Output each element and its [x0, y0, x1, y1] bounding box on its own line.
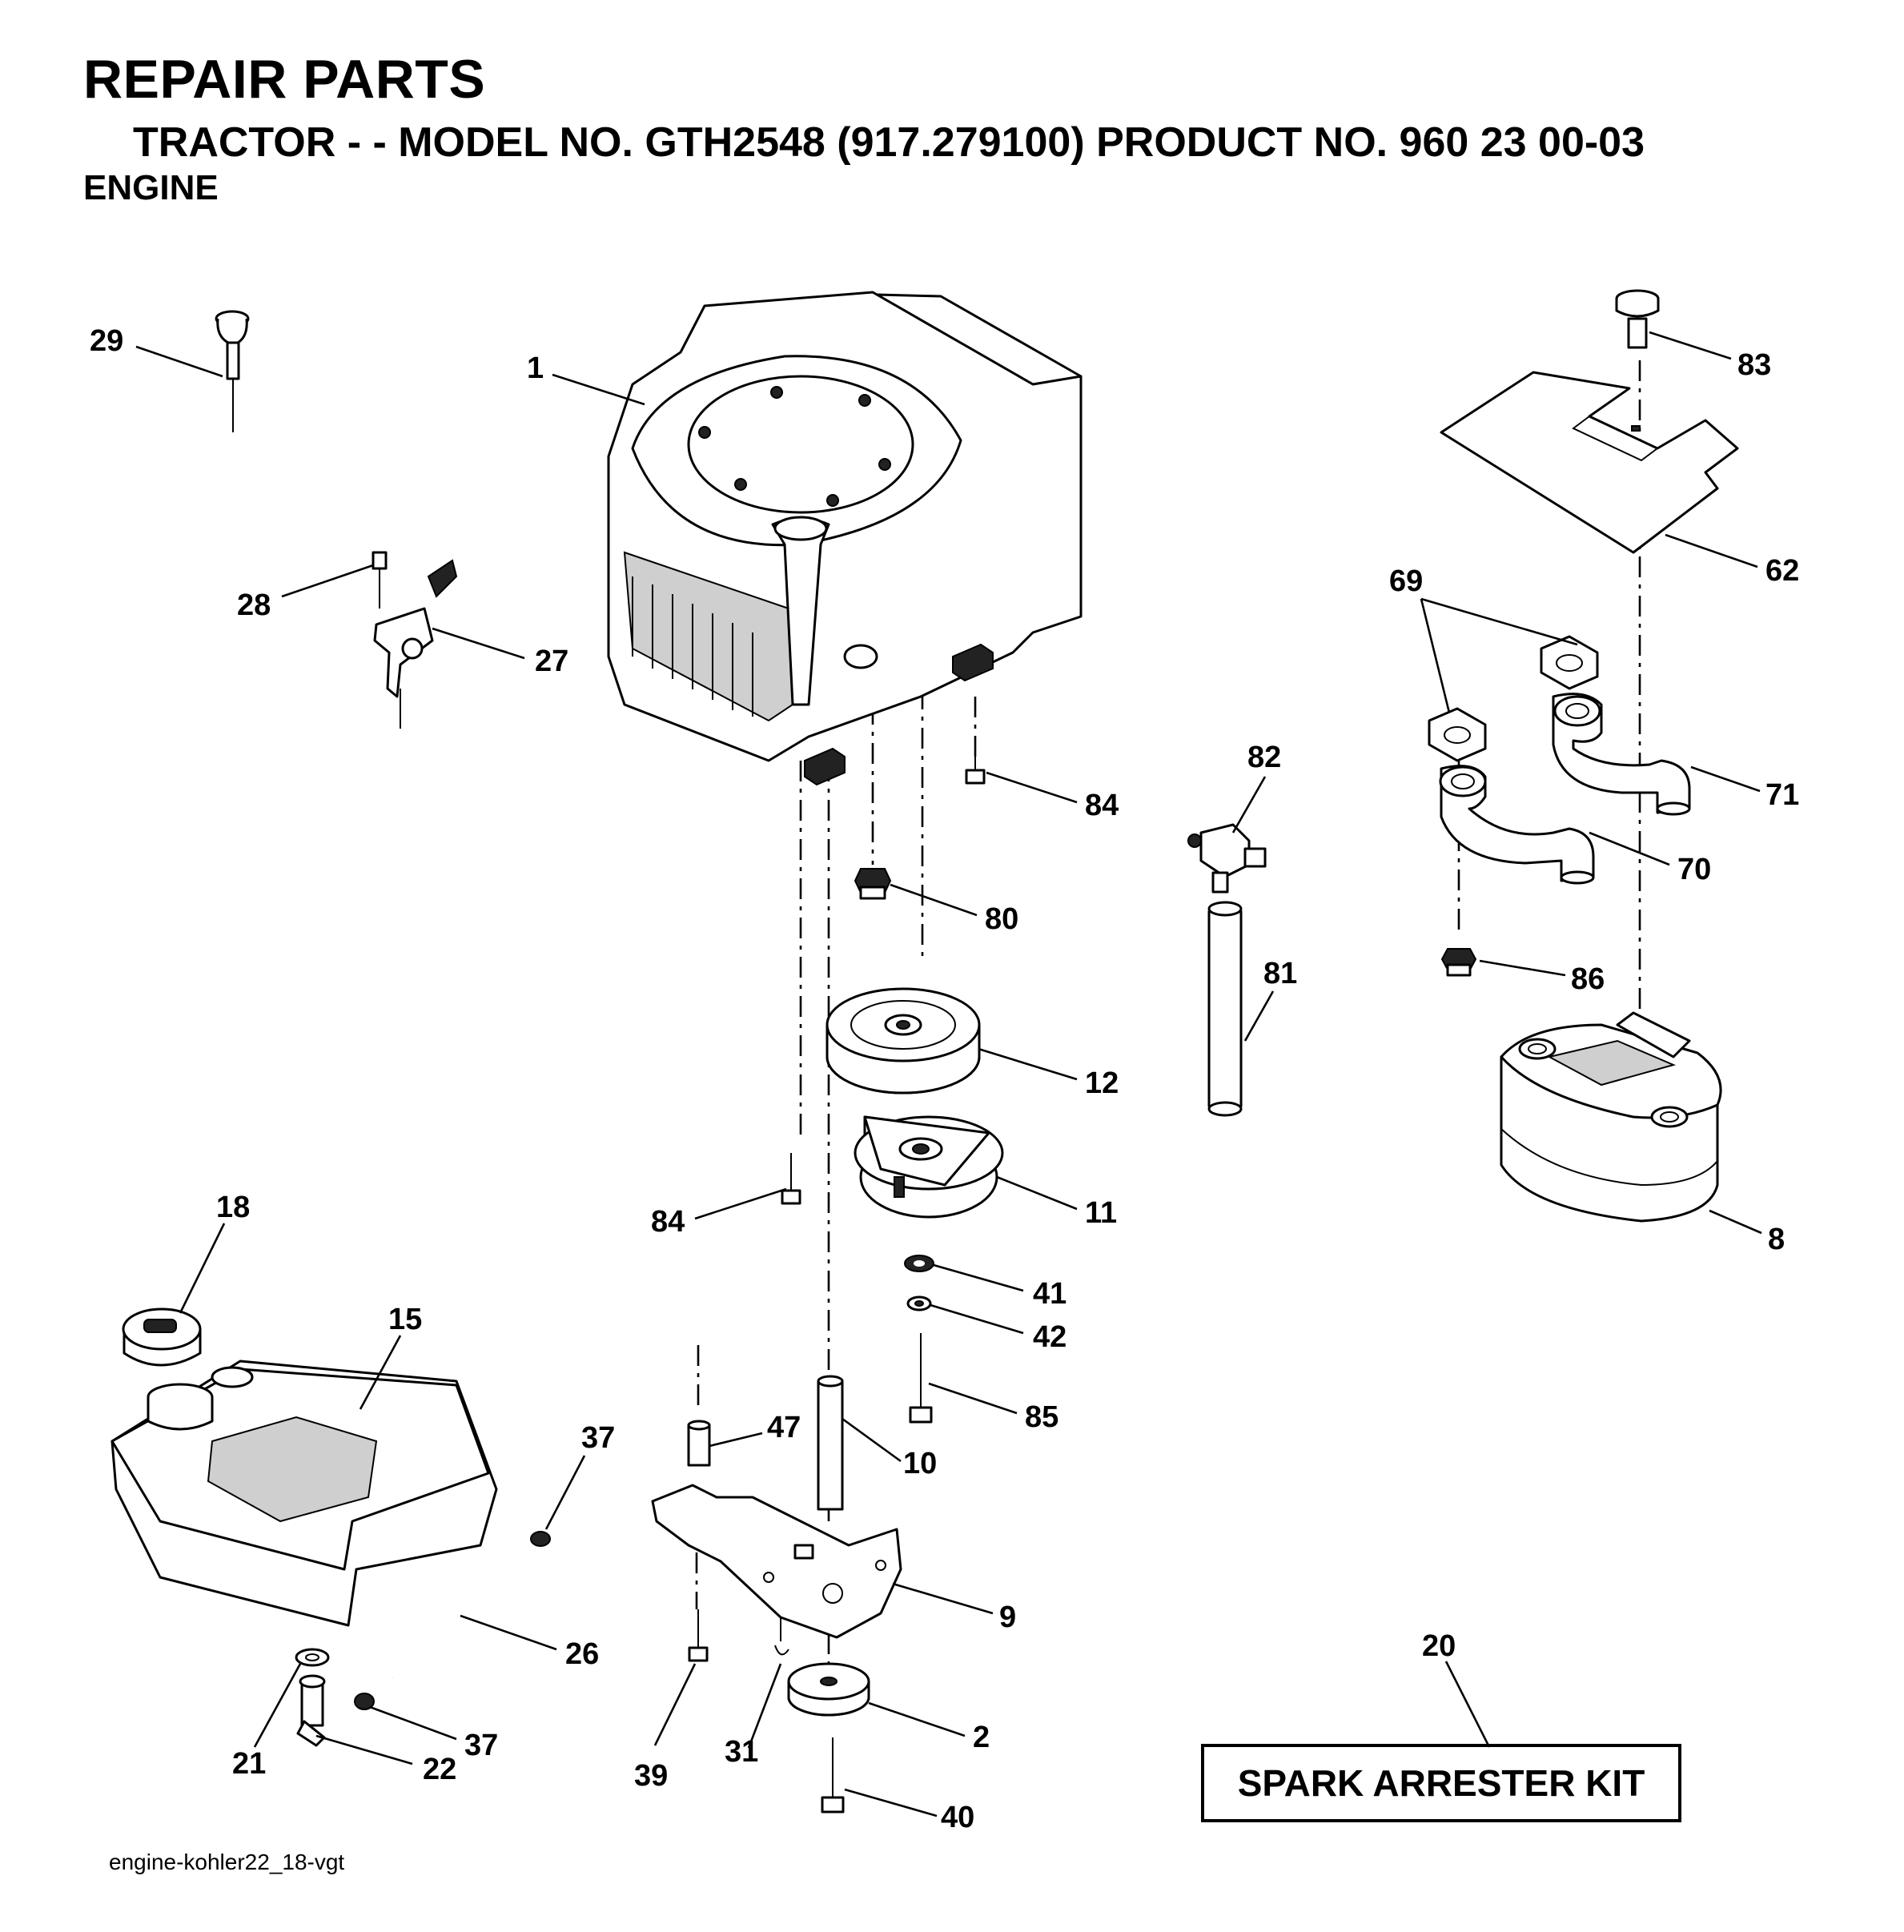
- diagram-code: engine-kohler22_18-vgt: [109, 1850, 345, 1874]
- part-1-engine: [607, 291, 1083, 786]
- callout-37-bottom: 37: [464, 1729, 498, 1762]
- callout-8: 2: [973, 1721, 990, 1754]
- callout-labels: 29 1 28 27 84 80 12 11 84 41 42 85 10 47…: [90, 324, 1799, 1834]
- callout-85: 85: [1025, 1400, 1058, 1434]
- part-84-bolt-lower: [781, 1153, 801, 1205]
- part-22-knob: [215, 310, 250, 432]
- callout-42: 42: [1033, 1320, 1066, 1354]
- callout-20: 27: [535, 645, 568, 678]
- part-37-clamp-top: [530, 1531, 551, 1547]
- part-27-fitting: [296, 1674, 326, 1747]
- part-86-nut: [1440, 948, 1477, 977]
- part-28-fuel-line: [392, 1550, 536, 1679]
- callout-28: 26: [565, 1637, 599, 1671]
- callout-69: 69: [1389, 564, 1423, 598]
- callout-2: 8: [1768, 1223, 1785, 1256]
- model-subtitle: TRACTOR - - MODEL NO. GTH2548 (917.27910…: [133, 119, 1645, 166]
- callout-40: 40: [941, 1801, 974, 1834]
- part-80-nut: [854, 868, 892, 900]
- part-41-washer: [904, 1255, 934, 1272]
- callout-18: 18: [216, 1191, 250, 1224]
- part-15-fuel-tank: [110, 1360, 498, 1627]
- callout-37-top: 37: [581, 1421, 615, 1455]
- callout-27: 22: [423, 1753, 456, 1786]
- part-12-pulley: [825, 987, 981, 1095]
- callout-10: 10: [903, 1447, 937, 1480]
- part-71-exhaust-pipe: [1552, 693, 1691, 816]
- callout-1: 1: [527, 351, 544, 385]
- part-11-clutch: [854, 1115, 1004, 1219]
- leader-lines: [135, 331, 1762, 1818]
- callout-81: 81: [1263, 957, 1297, 990]
- part-42-washer: [906, 1295, 932, 1311]
- callout-41: 41: [1033, 1277, 1066, 1311]
- part-84-bolt-upper: [965, 737, 986, 785]
- part-62-heat-shield: [1440, 371, 1739, 554]
- callout-22: 29: [90, 324, 123, 358]
- callout-39: 39: [634, 1759, 668, 1793]
- callout-26: 21: [232, 1747, 266, 1781]
- part-85-bolt: [909, 1333, 933, 1424]
- callout-47: 47: [767, 1411, 801, 1444]
- spark-arrester-kit-box: SPARK ARRESTER KIT: [1201, 1744, 1681, 1822]
- part-47-spacer: [687, 1420, 711, 1467]
- part-20-21-throttle-bracket: [372, 551, 458, 729]
- section-title: ENGINE: [83, 168, 219, 207]
- part-69-gasket-a: [1540, 635, 1599, 690]
- callout-86: 86: [1571, 962, 1605, 996]
- part-10-spacer: [817, 1375, 844, 1511]
- spark-arrester-kit-label: SPARK ARRESTER KIT: [1237, 1762, 1645, 1804]
- page-title: REPAIR PARTS: [83, 49, 486, 110]
- part-8-idler-pulley: [787, 1662, 870, 1717]
- callout-21: 28: [237, 588, 271, 622]
- callout-82: 82: [1247, 741, 1281, 774]
- callout-15: 15: [388, 1303, 422, 1336]
- part-37-clamp-bottom: [354, 1693, 375, 1710]
- part-81-tube: [1207, 901, 1243, 1117]
- part-82-elbow-fitting: [1187, 823, 1267, 894]
- callout-84-upper: 84: [1085, 789, 1119, 822]
- callout-80: 80: [985, 902, 1018, 936]
- callout-11: 11: [1085, 1196, 1117, 1230]
- part-18-fuel-cap: [122, 1307, 202, 1367]
- part-31-clip: [774, 1617, 789, 1656]
- callout-31: 31: [725, 1735, 758, 1769]
- callout-29: 20: [1422, 1629, 1456, 1663]
- part-26-washer: [295, 1648, 330, 1667]
- callout-9: 9: [999, 1601, 1016, 1634]
- callout-62: 62: [1765, 554, 1799, 588]
- part-70-exhaust-pipe: [1439, 765, 1595, 885]
- part-69-gasket-b: [1428, 707, 1487, 762]
- part-40-bolt: [821, 1737, 845, 1814]
- callout-12: 12: [1085, 1066, 1119, 1100]
- part-83-knob: [1615, 289, 1660, 349]
- part-39-bolt: [688, 1609, 709, 1662]
- callout-83: 83: [1737, 348, 1771, 382]
- part-2-muffler: [1500, 1011, 1722, 1223]
- callout-71: 71: [1765, 778, 1799, 812]
- callout-70: 70: [1677, 853, 1711, 886]
- callout-84-lower: 84: [651, 1205, 685, 1239]
- part-9-bracket: [651, 1484, 902, 1639]
